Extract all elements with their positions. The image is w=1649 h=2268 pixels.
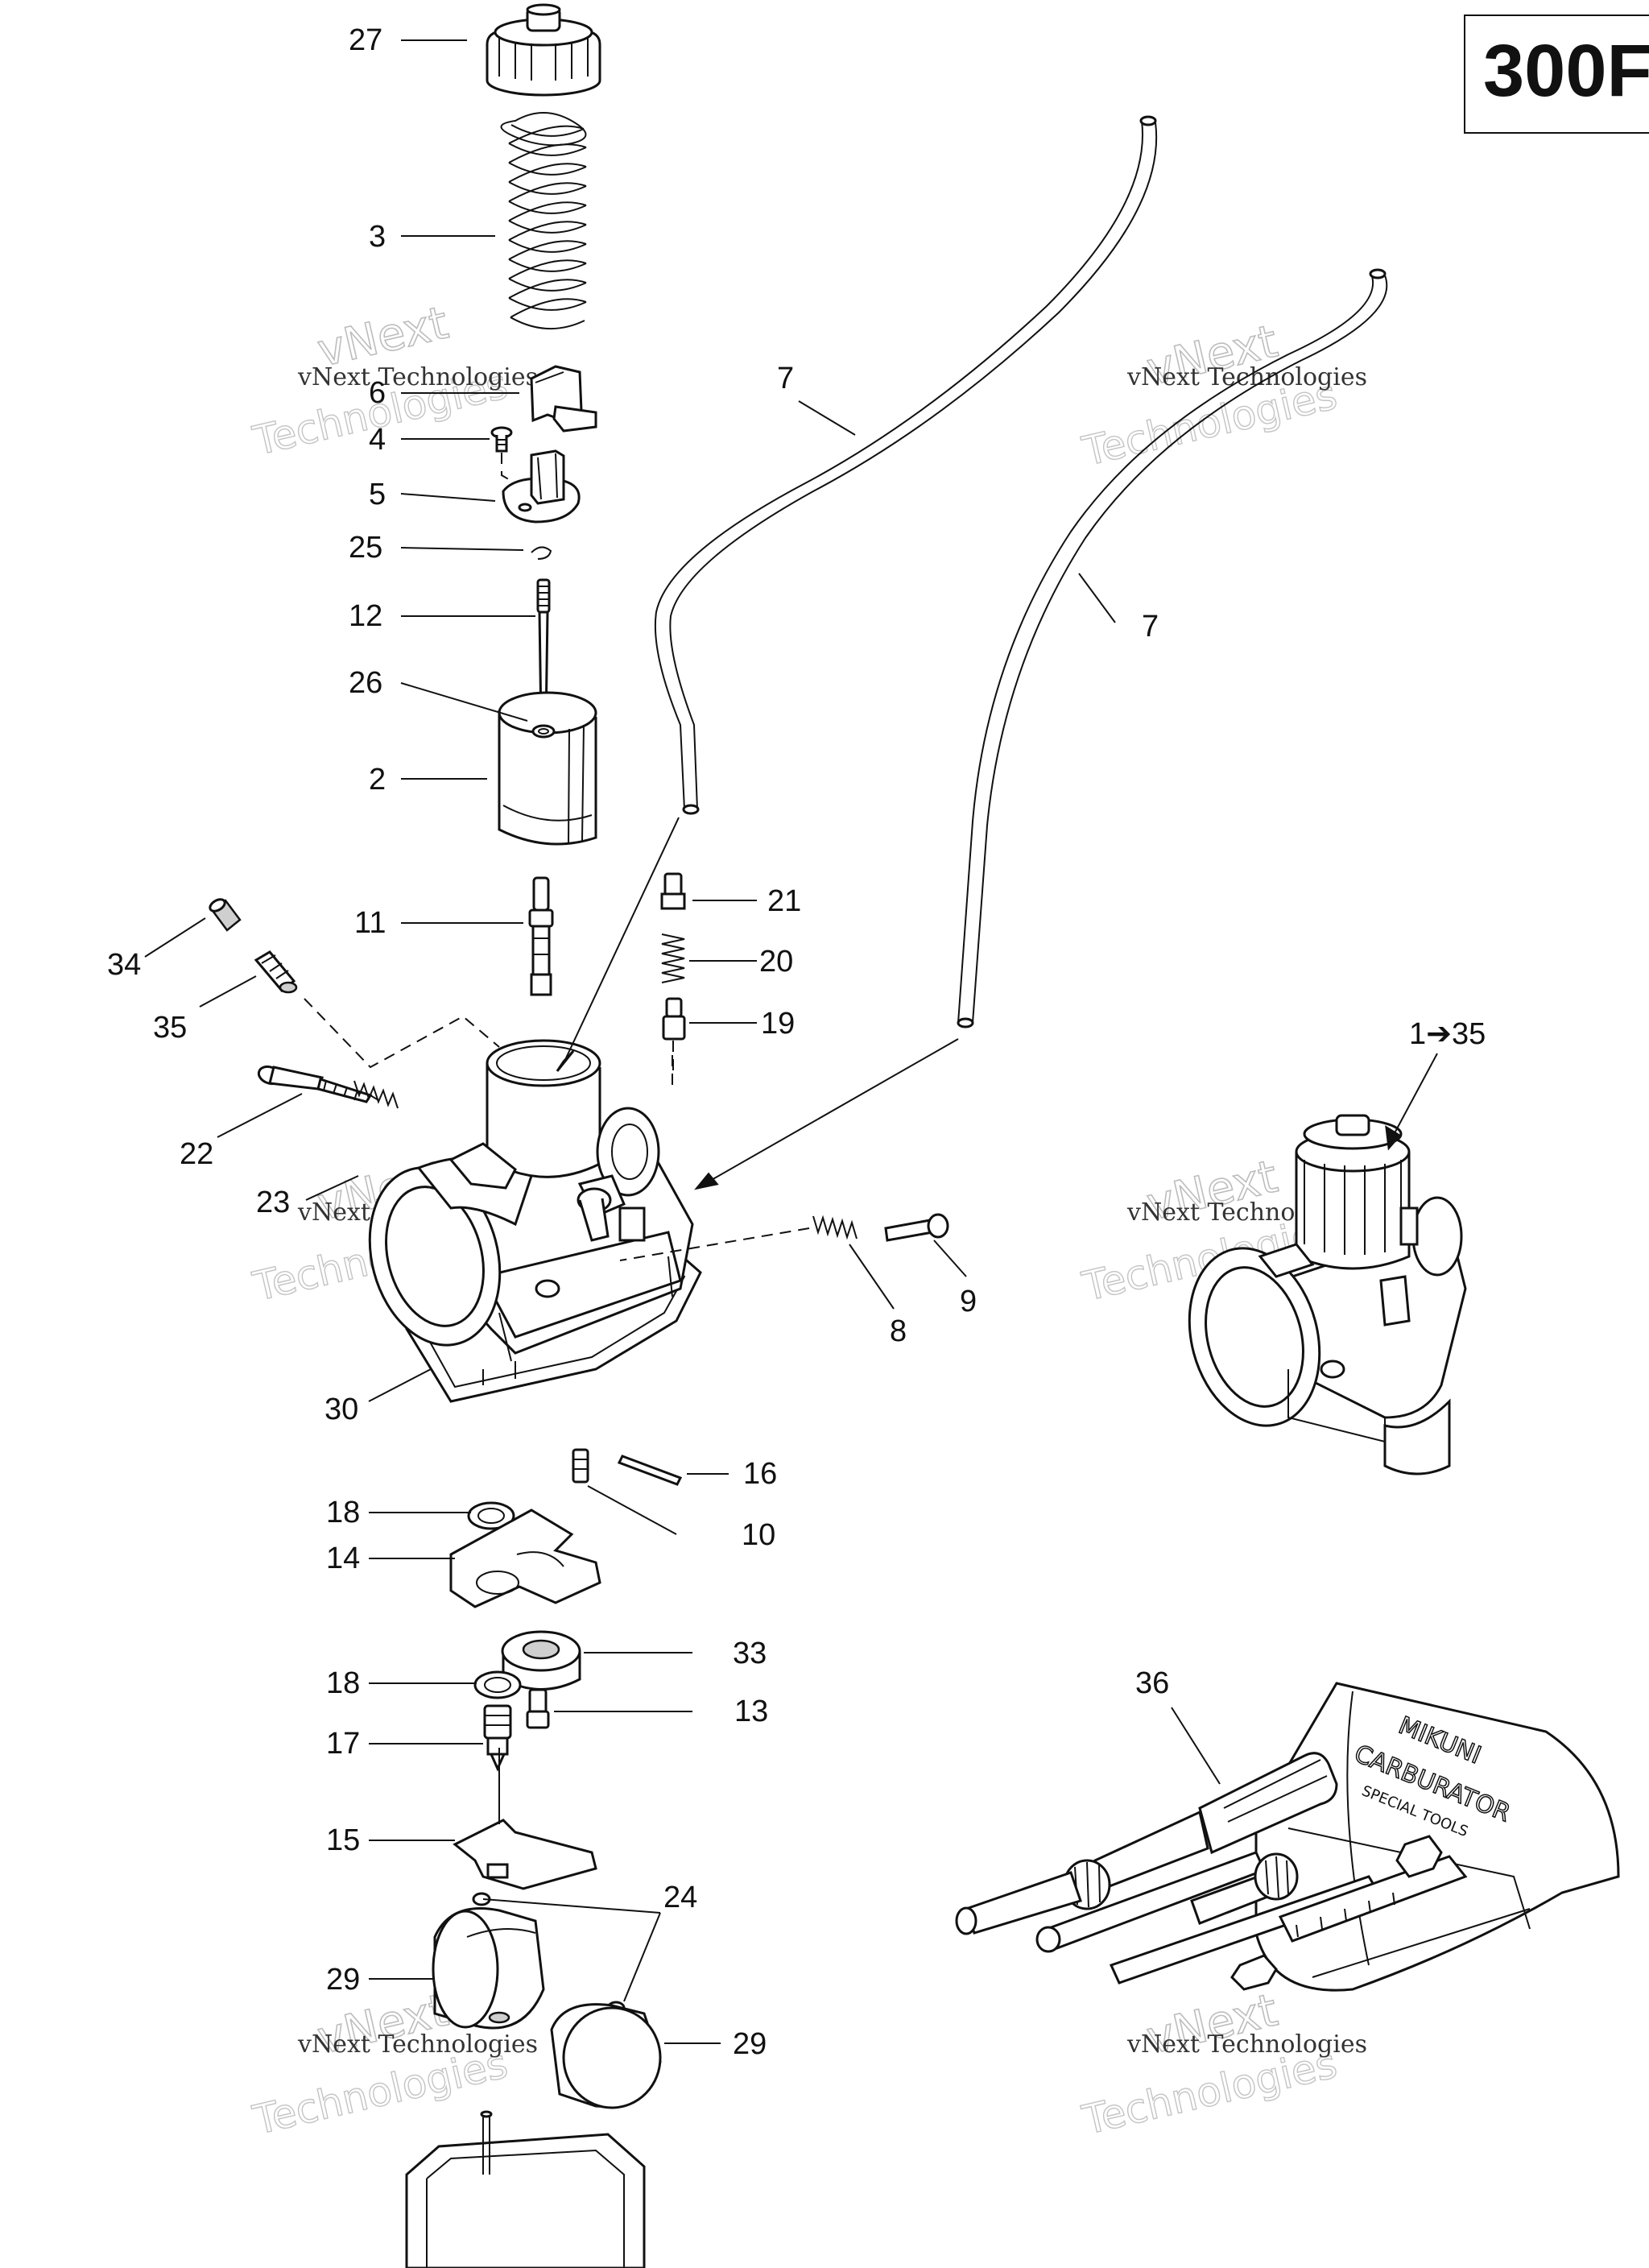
callout-8: 8: [890, 1314, 907, 1348]
callout-26: 26: [349, 666, 382, 700]
part-13-pilot-jet: [526, 1688, 550, 1729]
callout-30: 30: [324, 1393, 358, 1426]
part-22-idle-screw: [257, 1065, 379, 1103]
callout-24: 24: [663, 1881, 697, 1914]
callout-1to35: 1➔35: [1409, 1017, 1486, 1051]
callout-7b: 7: [1142, 610, 1159, 644]
guide-8-to-body: [619, 1227, 810, 1261]
part-11-needle-jet: [528, 876, 554, 996]
callout-29-left: 29: [326, 1963, 360, 1997]
callout-7a: 7: [777, 362, 794, 395]
part-8-spring: [812, 1215, 858, 1240]
callout-35: 35: [153, 1011, 187, 1045]
callout-3: 3: [369, 220, 386, 254]
watermark-top-left: vNext Technologies vNext Technologies: [248, 296, 538, 466]
callout-4: 4: [369, 423, 386, 457]
float-bowl: [405, 2110, 646, 2268]
callout-13: 13: [734, 1695, 768, 1728]
watermark-top-right: vNext Technologies vNext Technologies: [1077, 315, 1367, 476]
part-36-tool-kit: MIKUNI CARBURATOR SPECIAL TOOLS: [955, 1682, 1620, 1992]
part-19-plunger: [662, 997, 686, 1041]
callout-2: 2: [369, 763, 386, 797]
part-17-needle-valve: [483, 1704, 512, 1772]
model-code-box: [1464, 14, 1649, 134]
svg-text:vNext Technologies: vNext Technologies: [297, 363, 538, 391]
callout-25: 25: [349, 531, 382, 565]
part-4-screw: [490, 426, 516, 484]
svg-text:vNext Technologies: vNext Technologies: [1126, 2030, 1367, 2059]
carburetor-body: [368, 1039, 702, 1403]
callout-20: 20: [759, 945, 793, 979]
part-23-spring: [353, 1080, 399, 1109]
leader-lines: [144, 39, 1221, 2044]
callout-19: 19: [761, 1007, 795, 1041]
callout-15: 15: [326, 1823, 360, 1857]
part-18-washer-top: [467, 1501, 515, 1530]
part-6-needle-plate: [530, 365, 597, 432]
svg-text:vNext Technologies: vNext Technologies: [297, 2030, 538, 2059]
callout-12: 12: [349, 599, 382, 633]
callout-9: 9: [960, 1285, 977, 1318]
callout-18-top: 18: [326, 1496, 360, 1529]
part-33-float-seat: [501, 1630, 581, 1691]
part-18-washer-bottom: [473, 1670, 522, 1699]
part-9-screw: [884, 1213, 949, 1242]
callout-23: 23: [256, 1186, 290, 1219]
arrow-tube-to-body-1: [556, 817, 680, 1072]
callout-16: 16: [743, 1457, 777, 1491]
watermark-bottom-right: vNext Technologies vNext Technologies: [1077, 1984, 1367, 2145]
callout-11: 11: [354, 906, 386, 940]
part-27-top-cap: [486, 3, 601, 97]
part-21-fitting: [660, 872, 686, 910]
part-34-cap: [209, 898, 242, 932]
callout-10: 10: [742, 1518, 775, 1552]
callout-29-right: 29: [733, 2027, 767, 2061]
guide-35-to-body: [304, 998, 500, 1069]
part-35-pilot-screw: [254, 950, 298, 994]
arrow-tube-to-body-2: [694, 1038, 959, 1190]
model-code: 300F: [1483, 30, 1649, 112]
part-16-pin: [617, 1455, 683, 1486]
callout-33: 33: [733, 1637, 767, 1670]
callout-6: 6: [369, 376, 386, 410]
callout-18-bottom: 18: [326, 1666, 360, 1700]
callout-21: 21: [767, 884, 801, 918]
part-2-throttle-slide: [498, 691, 597, 846]
assembled-carburetor: [1188, 1114, 1467, 1475]
part-29-float-right: [550, 2003, 662, 2109]
part-20-spring: [661, 933, 685, 983]
callout-labels: 27 3 6 4 5 25 12 26 2 11 34 35 22 23 30 …: [107, 23, 1486, 2061]
callout-14: 14: [326, 1542, 360, 1575]
part-7-vent-tube-left: [654, 115, 1158, 815]
callout-34: 34: [107, 948, 141, 982]
callout-36: 36: [1135, 1666, 1169, 1700]
callout-5: 5: [369, 478, 386, 511]
part-15-float-arm: [453, 1748, 597, 1890]
part-10-jet: [572, 1448, 589, 1484]
part-3-spring: [500, 112, 587, 329]
part-25-e-clip: [531, 546, 552, 560]
part-5-retainer: [502, 449, 581, 524]
callout-22: 22: [180, 1137, 213, 1171]
callout-17: 17: [326, 1727, 360, 1761]
part-7-vent-tube-right: [957, 268, 1388, 1028]
part-14-float-plate: [449, 1509, 601, 1608]
arrow-assembled: [1385, 1053, 1438, 1151]
callout-27: 27: [349, 23, 382, 57]
part-29-float-left: [432, 1907, 545, 2030]
